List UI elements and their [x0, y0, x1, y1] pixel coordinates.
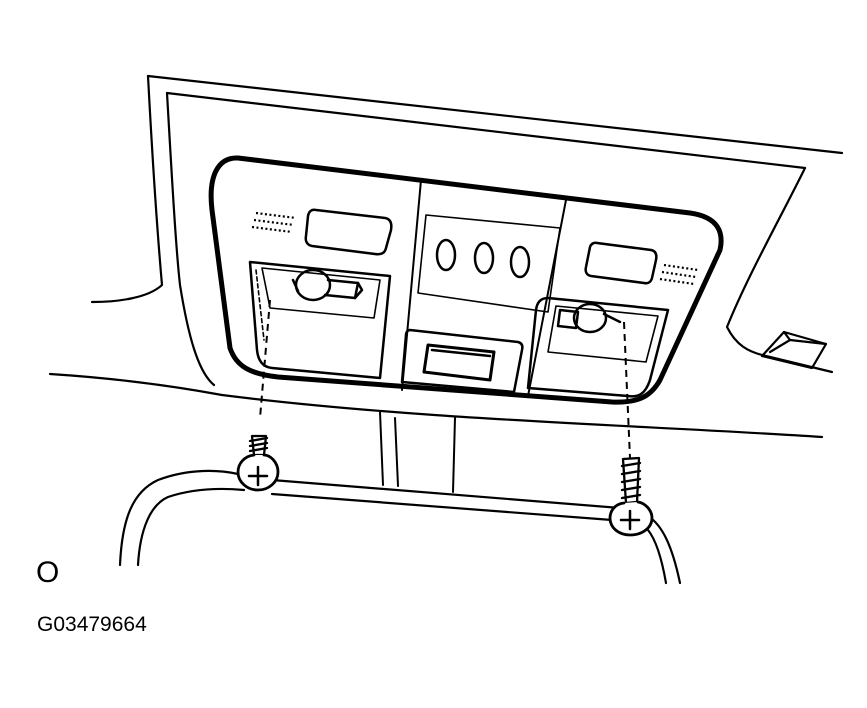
- overhead-console: [208, 155, 724, 405]
- screw-icon: [236, 434, 280, 492]
- left-bulb: [291, 268, 364, 302]
- left-grille: [251, 211, 297, 234]
- right-lens: [584, 241, 658, 285]
- roof-frame: [118, 469, 682, 585]
- corner-mark: O: [36, 556, 60, 589]
- console-stem: [379, 411, 456, 493]
- center-pocket: [400, 328, 524, 394]
- switch-buttons: [417, 214, 561, 313]
- screw-icon: [608, 456, 654, 537]
- right-grille: [659, 263, 699, 286]
- switch-button: [509, 245, 531, 279]
- left-lens: [304, 208, 393, 256]
- alignment-lines: [259, 299, 631, 459]
- left-lamp-housing: [248, 260, 392, 380]
- visor-clip: [760, 330, 828, 370]
- switch-button: [473, 241, 495, 275]
- figure-code: G03479664: [37, 613, 147, 636]
- right-lamp-housing: [526, 296, 670, 398]
- headliner-outline: [48, 74, 844, 439]
- switch-button: [435, 238, 457, 272]
- right-bulb: [556, 302, 622, 334]
